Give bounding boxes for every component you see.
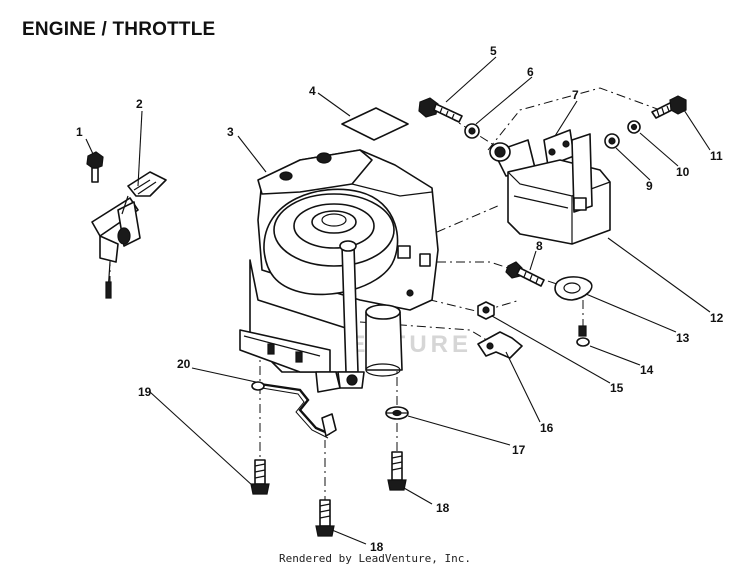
callout-18-bottom: 18 bbox=[370, 540, 384, 554]
part-6-washer bbox=[464, 123, 480, 139]
part-16-bracket bbox=[477, 331, 523, 359]
callout-6: 6 bbox=[527, 65, 534, 79]
callout-12: 12 bbox=[710, 311, 724, 325]
callout-9: 9 bbox=[646, 179, 653, 193]
part-18-bolt-bottom bbox=[315, 499, 335, 537]
part-18-bolt-right bbox=[387, 451, 407, 491]
part-7-exhaust-pipe bbox=[489, 129, 575, 177]
callout-14: 14 bbox=[640, 363, 654, 377]
part-12-muffler bbox=[507, 133, 611, 245]
callout-11: 11 bbox=[710, 149, 723, 163]
callout-8: 8 bbox=[536, 239, 543, 253]
leader-lines bbox=[85, 56, 711, 545]
callout-19: 19 bbox=[138, 385, 152, 399]
part-15-nut bbox=[477, 301, 495, 320]
callout-7: 7 bbox=[572, 88, 579, 102]
part-2-throttle-control bbox=[91, 171, 167, 299]
part-19-bolt bbox=[250, 459, 270, 495]
part-11-bolt bbox=[651, 95, 687, 119]
footer-credit: Rendered by LeadVenture, Inc. bbox=[278, 552, 472, 565]
diagram-title: ENGINE / THROTTLE bbox=[22, 19, 216, 40]
part-10-washer bbox=[627, 120, 641, 134]
part-13-clip bbox=[554, 276, 593, 301]
part-9-washer bbox=[604, 133, 620, 149]
callout-15: 15 bbox=[610, 381, 624, 395]
part-20-throttle-link bbox=[251, 381, 337, 439]
part-3-engine bbox=[239, 149, 439, 393]
callout-10: 10 bbox=[676, 165, 690, 179]
part-17-lock-washer bbox=[385, 406, 409, 420]
callout-3: 3 bbox=[227, 125, 234, 139]
callout-13: 13 bbox=[676, 331, 690, 345]
callout-2: 2 bbox=[136, 97, 143, 111]
callout-labels: 1 2 3 4 5 6 7 8 9 10 11 12 13 14 15 16 1… bbox=[76, 44, 724, 554]
callout-17: 17 bbox=[512, 443, 526, 457]
part-8-bolt bbox=[505, 261, 545, 287]
part-1-bolt bbox=[86, 151, 104, 183]
callout-1: 1 bbox=[76, 125, 83, 139]
callout-18-right: 18 bbox=[436, 501, 450, 515]
callout-5: 5 bbox=[490, 44, 497, 58]
part-14-screw bbox=[576, 325, 590, 347]
callout-4: 4 bbox=[309, 84, 316, 98]
part-5-bolt bbox=[418, 97, 463, 123]
callout-20: 20 bbox=[177, 357, 191, 371]
part-4-decal bbox=[341, 107, 409, 141]
callout-16: 16 bbox=[540, 421, 554, 435]
